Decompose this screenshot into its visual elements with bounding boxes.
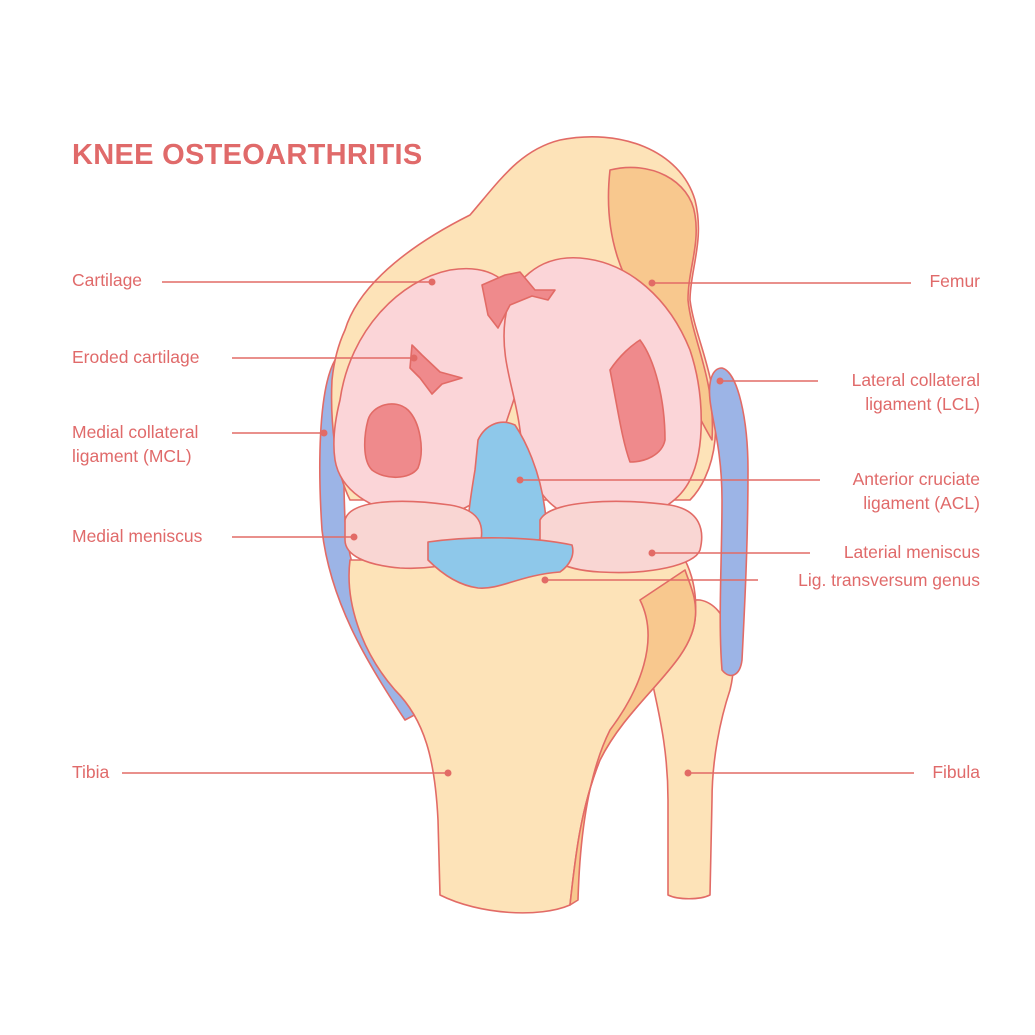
label-eroded-cartilage: Eroded cartilage [72, 347, 200, 367]
transverse-ligament [427, 537, 574, 589]
label-acl-line1: Anterior cruciate [852, 469, 980, 489]
dot-acl [516, 476, 524, 484]
label-acl-line2: ligament (ACL) [863, 493, 980, 513]
dot-eroded [410, 354, 418, 362]
dot-transversum [541, 576, 549, 584]
erosion-medial [363, 403, 422, 479]
dot-mcl [320, 429, 328, 437]
label-tibia: Tibia [72, 762, 110, 782]
label-femur: Femur [929, 271, 980, 291]
label-lcl-line1: Lateral collateral [851, 370, 980, 390]
erosion-top [481, 271, 556, 329]
dot-medial-meniscus [350, 533, 358, 541]
erosion-center [409, 344, 463, 395]
label-lig-transversum: Lig. transversum genus [798, 570, 980, 590]
dot-lcl [716, 377, 724, 385]
page-title: KNEE OSTEOARTHRITIS [72, 139, 423, 171]
label-lateral-meniscus: Laterial meniscus [843, 542, 980, 562]
leader-dots [320, 278, 724, 777]
erosion-lateral [609, 339, 666, 463]
label-fibula: Fibula [932, 762, 980, 782]
dot-lateral-meniscus [648, 549, 656, 557]
label-mcl-line1: Medial collateral [72, 422, 199, 442]
label-mcl-line2: ligament (MCL) [72, 446, 192, 466]
label-mcl: Medial collateral ligament (MCL) [72, 420, 198, 468]
label-lcl: Lateral collateral ligament (LCL) [852, 368, 980, 416]
label-cartilage: Cartilage [72, 270, 143, 290]
label-lcl-line2: ligament (LCL) [865, 394, 980, 414]
dot-femur [648, 279, 656, 287]
dot-tibia [444, 769, 452, 777]
label-medial-meniscus: Medial meniscus [72, 526, 203, 546]
lateral-meniscus [539, 500, 703, 574]
lcl-shape [708, 367, 749, 677]
label-acl: Anterior cruciate ligament (ACL) [853, 467, 980, 515]
dot-fibula [684, 769, 692, 777]
leader-lines [122, 281, 914, 774]
tibia-shadow [569, 569, 697, 906]
tibia-shape [348, 559, 697, 914]
dot-cartilage [428, 278, 436, 286]
